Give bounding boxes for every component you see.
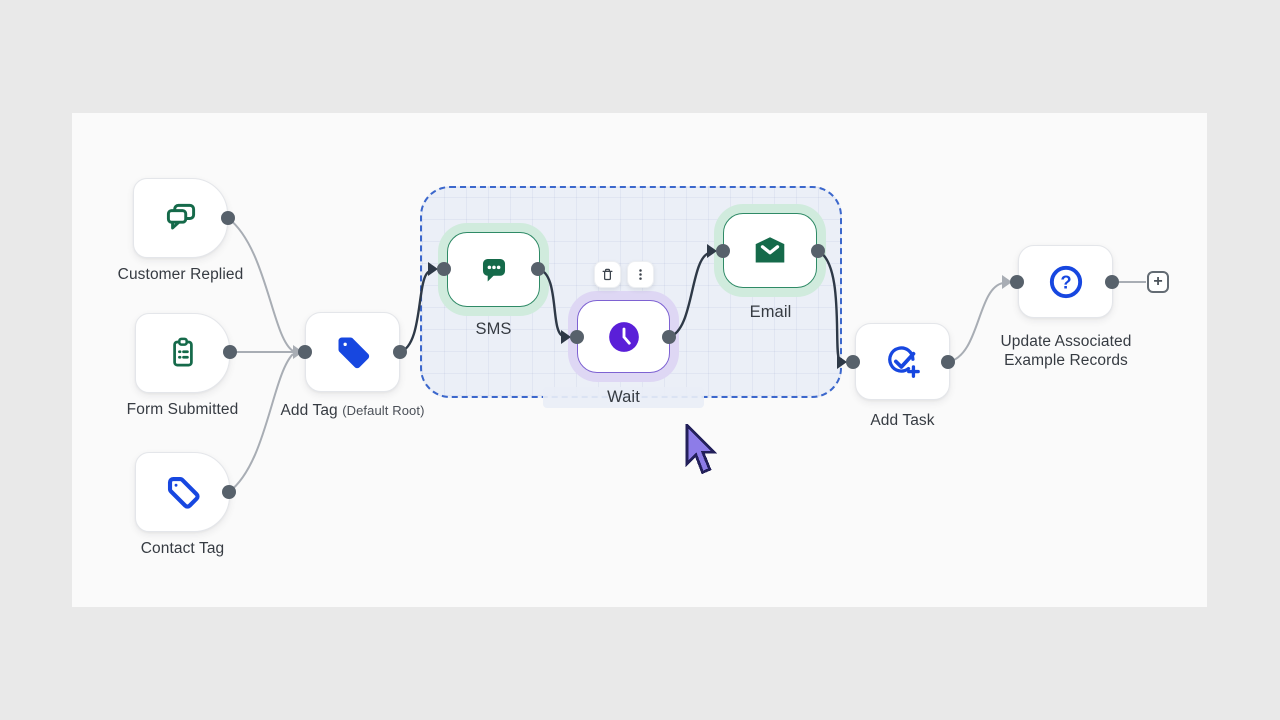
node-add-tag[interactable] <box>305 312 400 392</box>
delete-button[interactable] <box>594 261 621 288</box>
node-email[interactable] <box>723 213 817 288</box>
kebab-menu-icon <box>639 269 642 280</box>
node-label-update-records: Update Associated Example Records <box>1000 333 1132 370</box>
node-wait[interactable] <box>577 300 670 373</box>
add-tag-label-sub: (Default Root) <box>342 403 425 418</box>
add-step-button[interactable]: + <box>1147 271 1169 293</box>
workflow-canvas[interactable]: Customer Replied Form Submitted Contact … <box>72 113 1207 607</box>
chat-icon <box>166 203 195 230</box>
node-customer-replied[interactable] <box>133 178 228 258</box>
node-contact-tag[interactable] <box>135 452 230 532</box>
question-glyph: ? <box>1060 271 1071 292</box>
sms-bubble-icon <box>482 258 505 282</box>
node-label-email: Email <box>749 303 792 321</box>
trash-icon <box>602 268 613 281</box>
task-check-plus-icon <box>887 345 920 378</box>
node-label-add-task: Add Task <box>870 412 935 429</box>
node-sms[interactable] <box>447 232 540 307</box>
node-label-form-submitted: Form Submitted <box>126 401 239 418</box>
arrowhead-into-update-records <box>1002 275 1012 289</box>
clock-icon <box>608 321 639 352</box>
mouse-cursor-icon <box>683 421 719 483</box>
tag-filled-icon <box>338 337 369 369</box>
more-options-button[interactable] <box>627 261 654 288</box>
node-label-sms: SMS <box>475 320 512 338</box>
node-label-contact-tag: Contact Tag <box>140 540 225 557</box>
envelope-icon <box>755 236 785 263</box>
node-update-records[interactable]: ? <box>1018 245 1113 318</box>
tag-outline-icon <box>167 476 200 509</box>
arrowhead-into-add-tag <box>293 345 303 359</box>
clipboard-icon <box>172 337 193 367</box>
add-tag-label-main: Add Tag <box>280 402 338 419</box>
question-icon: ? <box>1049 265 1082 298</box>
node-form-submitted[interactable] <box>135 313 230 393</box>
node-label-wait: Wait <box>543 387 704 408</box>
node-add-task[interactable] <box>855 323 950 400</box>
node-label-add-tag: Add Tag (Default Root) <box>242 401 463 420</box>
node-label-customer-replied: Customer Replied <box>117 266 244 283</box>
